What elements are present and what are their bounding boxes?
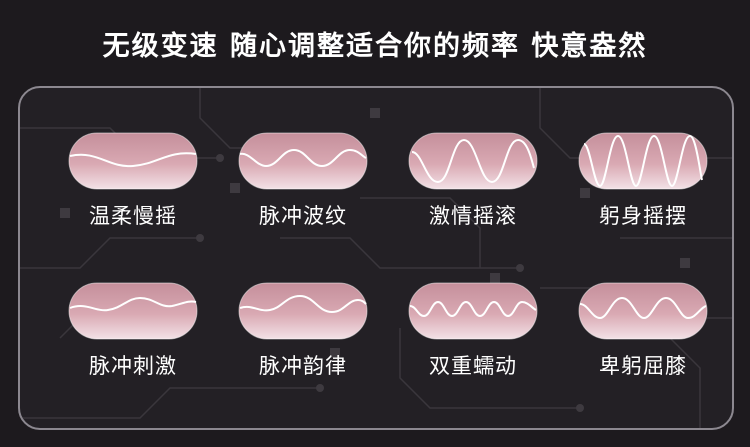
mode-pulse-ripple: 脉冲波纹 [228, 132, 378, 230]
mode-double-wriggle: 双重蠕动 [398, 282, 548, 380]
tall-wave-icon [578, 132, 708, 190]
mode-label: 脉冲韵律 [259, 354, 347, 378]
mode-bow-sway: 躬身摇摆 [568, 132, 718, 230]
mode-pulse-stimulate: 脉冲刺激 [58, 282, 208, 380]
rhythm-wave-icon [238, 282, 368, 340]
mode-label: 双重蠕动 [429, 354, 517, 378]
mode-pulse-rhythm: 脉冲韵律 [228, 282, 378, 380]
double-wave-icon [408, 282, 538, 340]
pulse-wave-icon [68, 282, 198, 340]
mode-label: 脉冲刺激 [89, 354, 177, 378]
page-headline: 无级变速 随心调整适合你的频率 快意盎然 [102, 31, 648, 62]
deep-wave-icon [408, 132, 538, 190]
mode-label: 卑躬屈膝 [599, 354, 687, 378]
ripple-wave-icon [238, 132, 368, 190]
mode-label: 躬身摇摆 [599, 204, 687, 228]
mode-label: 激情摇滚 [429, 204, 517, 228]
gentle-wave-icon [68, 132, 198, 190]
bend-wave-icon [578, 282, 708, 340]
mode-gentle-sway: 温柔慢摇 [58, 132, 208, 230]
mode-humble-bend: 卑躬屈膝 [568, 282, 718, 380]
mode-passion-rock: 激情摇滚 [398, 132, 548, 230]
mode-label: 温柔慢摇 [89, 204, 177, 228]
mode-label: 脉冲波纹 [259, 204, 347, 228]
mode-panel: 温柔慢摇 脉冲波纹 激情摇滚 躬身摇摆 脉冲刺激 [18, 86, 734, 430]
